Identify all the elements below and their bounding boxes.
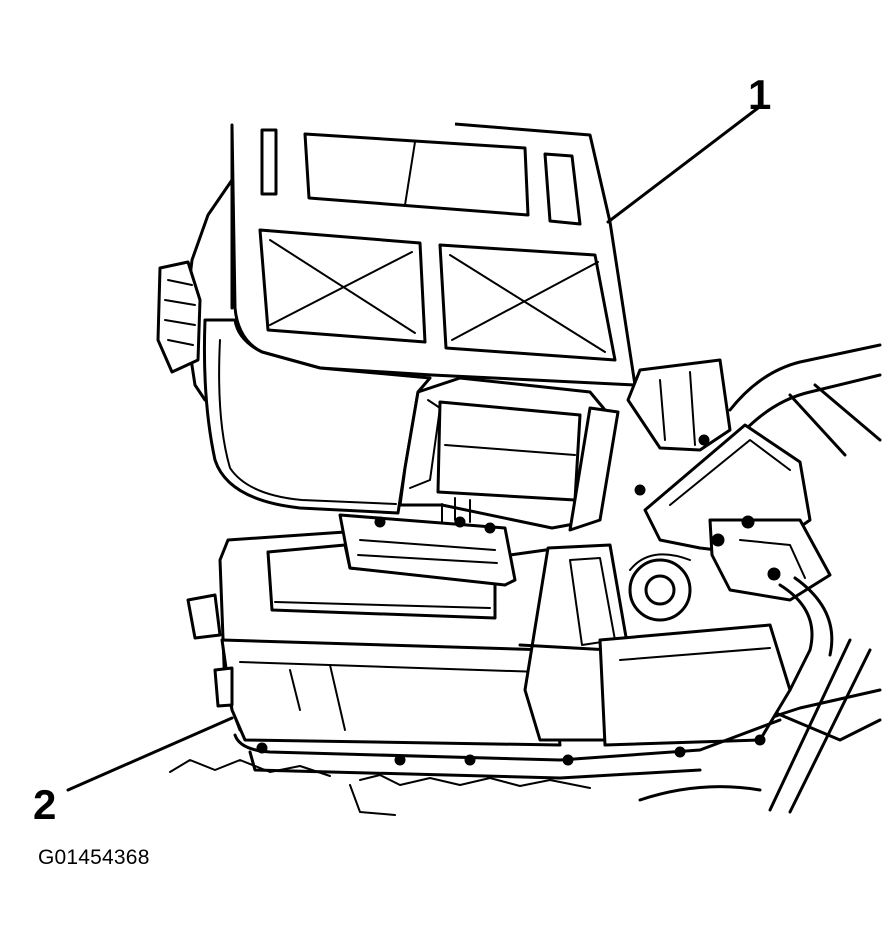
callout-number-2: 2 bbox=[33, 781, 57, 828]
upper-case-part bbox=[156, 122, 637, 532]
lower-case-part bbox=[169, 513, 792, 816]
leader-line-2 bbox=[66, 716, 234, 792]
right-side-components bbox=[626, 343, 882, 814]
leader-line-1 bbox=[606, 106, 760, 224]
figure-id-label: G01454368 bbox=[38, 846, 150, 869]
callout-number-1: 1 bbox=[748, 71, 772, 118]
